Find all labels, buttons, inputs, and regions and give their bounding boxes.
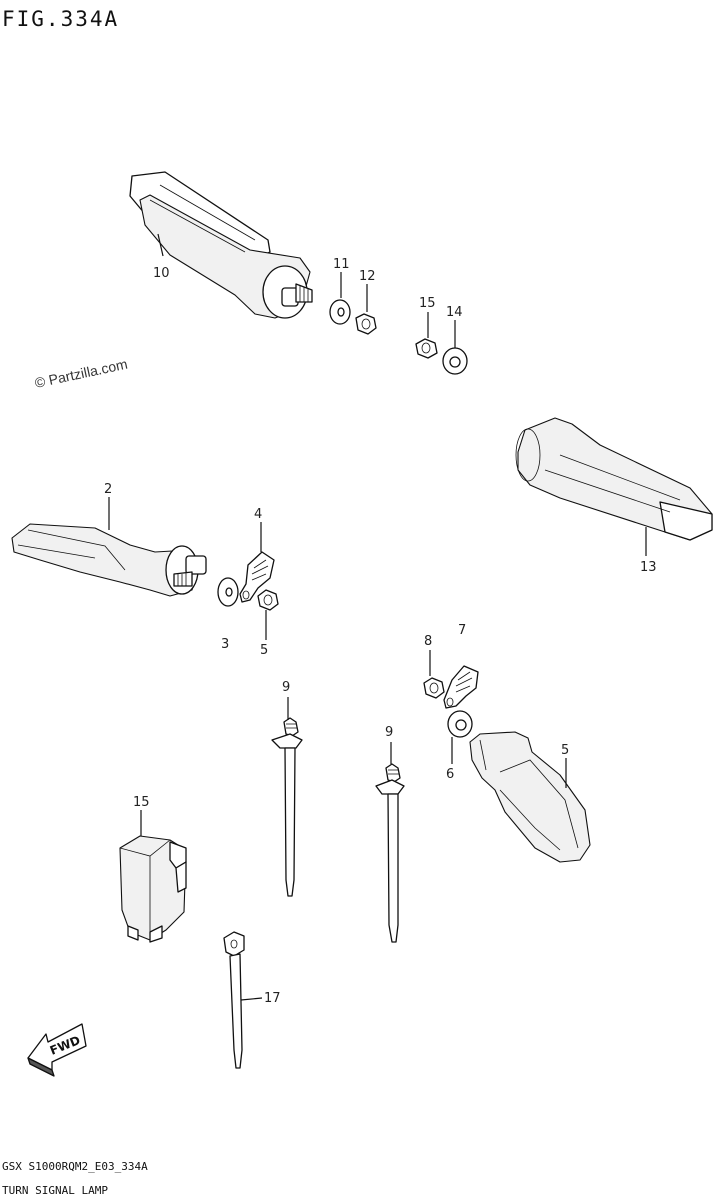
part-10-turn-signal-rear-left[interactable]: [129, 171, 313, 319]
part-12-nut[interactable]: [355, 313, 377, 335]
part-3-bracket[interactable]: [239, 551, 275, 603]
callout-7: 7: [458, 623, 466, 638]
figure-caption: TURN SIGNAL LAMP: [2, 1184, 108, 1197]
part-4-nut[interactable]: [257, 589, 279, 611]
callout-12: 12: [359, 269, 376, 284]
callout-14: 14: [446, 305, 463, 320]
part-6-washer[interactable]: [447, 710, 473, 738]
callout-17: 17: [264, 991, 281, 1006]
part-14-washer[interactable]: [442, 347, 468, 375]
callout-8: 8: [424, 634, 432, 649]
callout-9b: 9: [385, 725, 393, 740]
callout-6: 6: [446, 767, 454, 782]
part-16-flasher-relay[interactable]: [119, 835, 187, 943]
callout-9a: 9: [282, 680, 290, 695]
part-8-nut[interactable]: [423, 677, 445, 699]
part-1-turn-signal-front-left[interactable]: [11, 523, 207, 597]
part-9-cable-tie-right[interactable]: [375, 763, 405, 943]
part-2-washer[interactable]: [217, 577, 239, 607]
callout-3: 4: [254, 507, 262, 522]
part-7-bracket[interactable]: [443, 665, 479, 709]
part-17-cable-tie[interactable]: [223, 931, 245, 1069]
figure-code: GSX S1000RQM2_E03_334A: [2, 1160, 148, 1173]
callout-15: 15: [419, 296, 436, 311]
part-5-turn-signal-front-right[interactable]: [469, 731, 591, 863]
callout-16: 15: [133, 795, 150, 810]
callout-11: 11: [333, 257, 350, 272]
fwd-arrow-icon: FWD: [27, 1023, 87, 1077]
callout-5: 5: [561, 743, 569, 758]
callout-10: 10: [153, 266, 170, 281]
callout-1: 2: [104, 482, 112, 497]
figure-title: FIG.334A: [2, 7, 119, 31]
callout-2: 3: [221, 637, 229, 652]
callout-4: 5: [260, 643, 268, 658]
part-13-turn-signal-rear-right[interactable]: [515, 417, 713, 541]
part-9-cable-tie-left[interactable]: [271, 717, 303, 897]
part-15-nut[interactable]: [415, 338, 438, 359]
callout-13: 13: [640, 560, 657, 575]
watermark: © Partzilla.com: [33, 356, 129, 391]
part-11-washer[interactable]: [329, 299, 351, 325]
